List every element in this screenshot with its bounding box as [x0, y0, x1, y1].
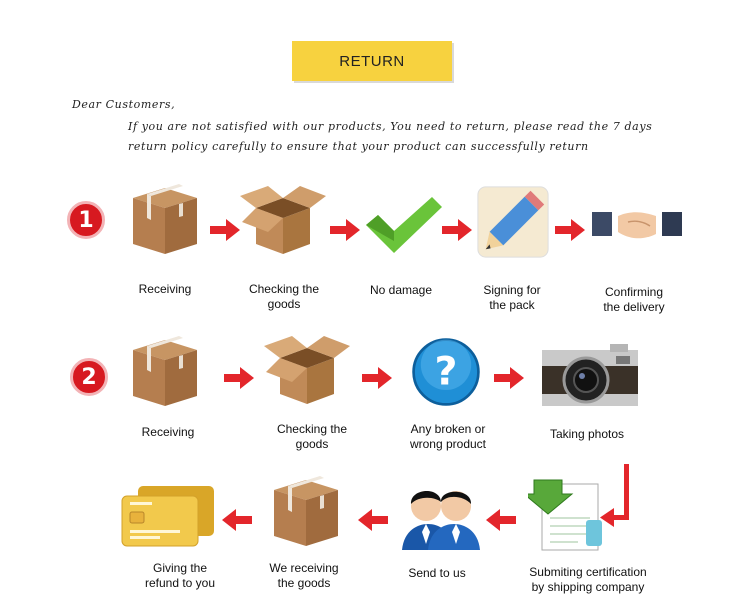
- open-box-icon: [262, 328, 352, 408]
- return-title: RETURN: [292, 41, 452, 81]
- checkmark-icon: [364, 195, 444, 255]
- question-icon: [410, 336, 482, 408]
- arrow-left-icon: [486, 508, 516, 532]
- credit-card-icon: [118, 482, 218, 552]
- arrow-right-icon: [362, 366, 392, 390]
- arrow-left-icon: [222, 508, 252, 532]
- pencil-icon: [474, 183, 552, 261]
- step-label: Taking photos: [549, 427, 625, 441]
- arrow-down-left-icon: [598, 464, 634, 540]
- step-label: No damage: [369, 283, 433, 297]
- step-number-1: 1: [67, 201, 105, 239]
- letter-line-2: return policy carefully to ensure that y…: [128, 140, 589, 153]
- arrow-left-icon: [358, 508, 388, 532]
- step-label: Receiving: [141, 425, 195, 439]
- cardboard-box-icon: [266, 472, 346, 552]
- letter-line-1: If you are not satisfied with our produc…: [128, 120, 653, 133]
- document-download-icon: [528, 474, 608, 554]
- handshake-icon: [592, 200, 682, 250]
- step-label: Receiving: [138, 282, 192, 296]
- step-number-2: 2: [70, 358, 108, 396]
- letter-greeting: Dear Customers,: [72, 98, 176, 111]
- open-box-icon: [238, 178, 328, 258]
- cardboard-box-icon: [125, 332, 205, 412]
- cardboard-box-icon: [125, 180, 205, 260]
- arrow-right-icon: [555, 218, 585, 242]
- arrow-right-icon: [494, 366, 524, 390]
- arrow-right-icon: [442, 218, 472, 242]
- camera-icon: [540, 340, 640, 410]
- customer-service-icon: [396, 472, 486, 552]
- arrow-right-icon: [210, 218, 240, 242]
- arrow-right-icon: [224, 366, 254, 390]
- arrow-right-icon: [330, 218, 360, 242]
- step-label: Send to us: [408, 566, 466, 580]
